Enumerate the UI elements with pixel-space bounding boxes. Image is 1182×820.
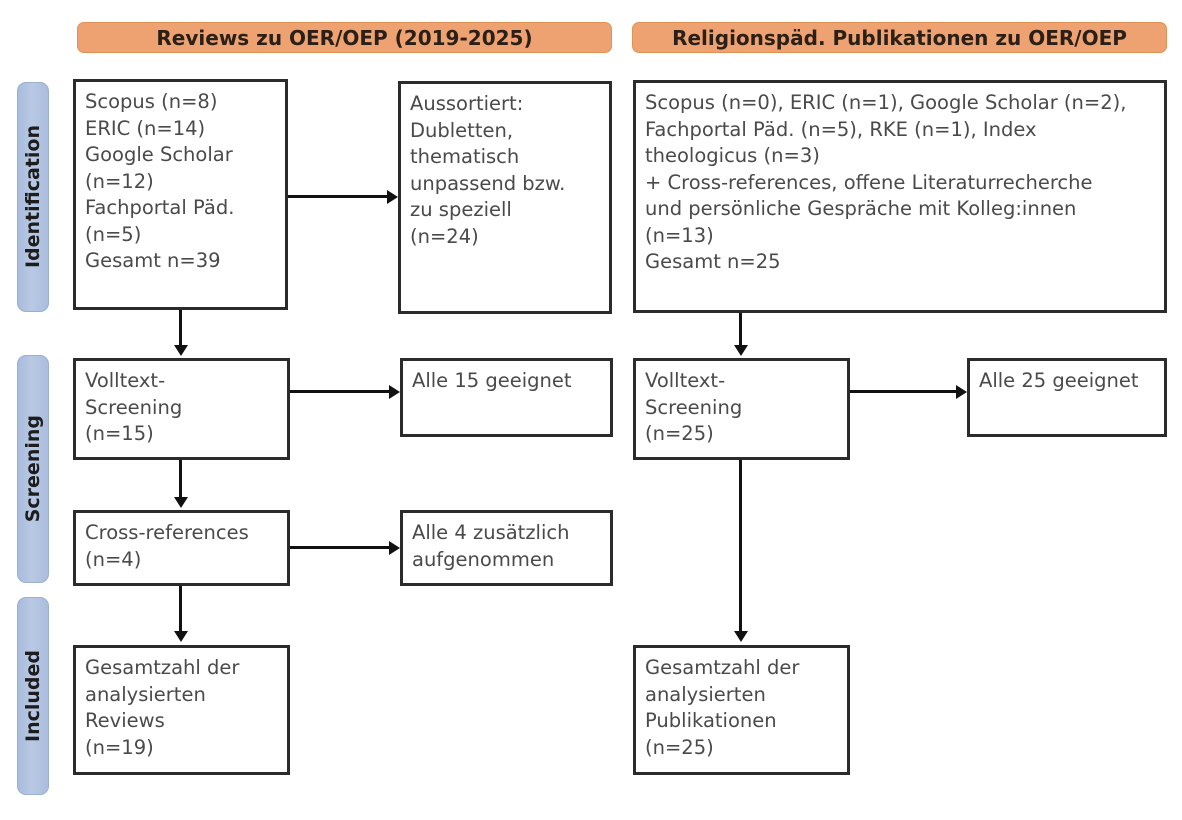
- left-included-total-box: Gesamtzahl der analysierten Reviews (n=1…: [73, 645, 290, 775]
- arrow-right-screening-to-included-head: [733, 631, 748, 642]
- arrow-right-ident-to-screening-head: [733, 345, 748, 356]
- arrow-right-screening-to-included-line: [739, 460, 742, 633]
- box-line: analysierten: [645, 682, 766, 706]
- stage-tab-included-label: Included: [21, 650, 44, 742]
- left-identification-sources-box: Scopus (n=8) ERIC (n=14) Google Scholar …: [73, 79, 288, 310]
- box-line: unpassend bzw.: [410, 171, 566, 195]
- box-line: Gesamt n=25: [645, 250, 781, 274]
- left-excluded-box: Aussortiert: Dubletten, thematisch unpas…: [398, 81, 612, 314]
- box-line: aufgenommen: [412, 547, 555, 571]
- box-line: Scopus (n=0), ERIC (n=1), Google Scholar…: [645, 91, 1127, 114]
- box-line: Volltext-: [85, 369, 166, 392]
- box-line: (n=25): [645, 735, 714, 759]
- right-identification-sources-box: Scopus (n=0), ERIC (n=1), Google Scholar…: [633, 80, 1167, 313]
- box-line: (n=13): [645, 223, 714, 247]
- box-line: Publikationen: [645, 709, 777, 733]
- box-line: Aussortiert:: [410, 92, 524, 115]
- box-line: thematisch: [410, 145, 520, 169]
- right-included-total-box: Gesamtzahl der analysierten Publikatione…: [633, 645, 850, 775]
- box-line: ERIC (n=14): [85, 116, 206, 140]
- box-line: Gesamt n=39: [85, 249, 221, 273]
- box-line: zu speziell: [410, 198, 512, 222]
- arrow-right-ident-to-screening-line: [739, 313, 742, 347]
- arrow-left-crossref-to-result-head: [389, 540, 400, 555]
- box-line: (n=15): [85, 422, 154, 446]
- arrow-left-screening-to-crossref-line: [179, 460, 182, 499]
- box-line: (n=12): [85, 169, 154, 193]
- box-line: und persönliche Gespräche mit Kolleg:inn…: [645, 197, 1077, 221]
- box-line: Alle 25 geeignet: [979, 369, 1139, 392]
- arrow-left-crossref-to-included-line: [179, 586, 182, 633]
- column-header-reviews: Reviews zu OER/OEP (2019-2025): [77, 22, 612, 53]
- right-screening-result-box: Alle 25 geeignet: [967, 358, 1167, 437]
- box-line: (n=19): [85, 735, 154, 759]
- box-line: + Cross-references, offene Literaturrech…: [645, 170, 1093, 194]
- arrow-right-screening-to-result-head: [956, 384, 967, 399]
- box-line: Fachportal Päd. (n=5), RKE (n=1), Index: [645, 117, 1037, 141]
- stage-tab-included: Included: [17, 597, 49, 795]
- box-line: analysierten: [85, 682, 206, 706]
- box-line: Volltext-: [645, 369, 726, 392]
- stage-tab-identification: Identification: [17, 82, 49, 312]
- box-line: Gesamtzahl der: [85, 656, 240, 679]
- column-header-publications: Religionspäd. Publikationen zu OER/OEP: [632, 22, 1167, 53]
- arrow-left-screening-to-result-head: [389, 384, 400, 399]
- left-cross-references-box: Cross-references (n=4): [73, 510, 290, 586]
- left-screening-result-box: Alle 15 geeignet: [400, 358, 613, 437]
- arrow-left-ident-to-screening-head: [173, 345, 188, 356]
- box-line: Dubletten,: [410, 118, 514, 142]
- box-line: Cross-references: [85, 521, 249, 544]
- box-line: (n=5): [85, 222, 142, 246]
- column-header-reviews-label: Reviews zu OER/OEP (2019-2025): [156, 25, 533, 50]
- left-fulltext-screening-box: Volltext- Screening (n=15): [73, 358, 290, 460]
- box-line: Gesamtzahl der: [645, 656, 800, 679]
- box-line: Scopus (n=8): [85, 90, 218, 113]
- stage-tab-screening-label: Screening: [21, 415, 44, 523]
- box-line: Screening: [85, 395, 183, 419]
- arrow-left-crossref-to-included-head: [173, 631, 188, 642]
- box-line: Screening: [645, 395, 743, 419]
- box-line: Alle 4 zusätzlich: [412, 521, 570, 544]
- box-line: Fachportal Päd.: [85, 196, 235, 220]
- right-fulltext-screening-box: Volltext- Screening (n=25): [633, 358, 850, 460]
- arrow-left-screening-to-crossref-head: [173, 497, 188, 508]
- box-line: Reviews: [85, 709, 165, 733]
- arrow-left-ident-to-excluded-line: [288, 195, 387, 198]
- stage-tab-screening: Screening: [17, 355, 49, 583]
- arrow-left-ident-to-screening-line: [179, 310, 182, 347]
- box-line: (n=24): [410, 224, 479, 248]
- box-line: (n=4): [85, 547, 142, 571]
- arrow-right-screening-to-result-line: [850, 390, 956, 393]
- stage-tab-identification-label: Identification: [21, 125, 44, 269]
- left-cross-references-result-box: Alle 4 zusätzlich aufgenommen: [400, 510, 613, 586]
- box-line: (n=25): [645, 422, 714, 446]
- box-line: Alle 15 geeignet: [412, 369, 572, 392]
- box-line: Google Scholar: [85, 143, 233, 167]
- box-line: theologicus (n=3): [645, 144, 820, 168]
- column-header-publications-label: Religionspäd. Publikationen zu OER/OEP: [672, 25, 1127, 50]
- arrow-left-crossref-to-result-line: [290, 546, 389, 549]
- arrow-left-ident-to-excluded-head: [387, 189, 398, 204]
- arrow-left-screening-to-result-line: [290, 390, 389, 393]
